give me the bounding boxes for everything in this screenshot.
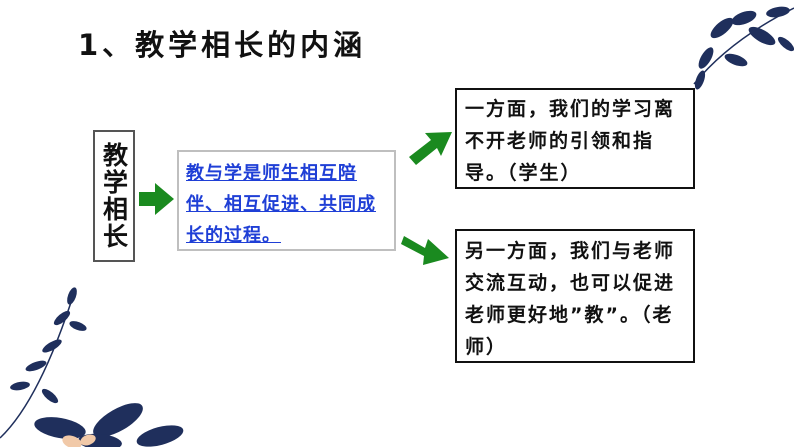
arrow-center-to-top-right (409, 132, 452, 165)
foliage-bottom-big-leaves (34, 403, 184, 447)
arrow-center-to-bottom-right (401, 236, 449, 265)
student-aspect-text: 一方面，我们的学习离不开老师的引领和指导。（学生） (465, 98, 676, 184)
student-aspect-box: 一方面，我们的学习离不开老师的引领和指导。（学生） (455, 88, 695, 189)
concept-label: 教学相长 (99, 142, 129, 250)
teacher-aspect-text: 另一方面，我们与老师交流互动，也可以促进老师更好地”教”。（老师） (465, 240, 676, 358)
definition-link-text[interactable]: 教与学是师生相互陪伴、相互促进、共同成长的过程。 (186, 163, 376, 246)
page-title: 1、教学相长的内涵 (78, 28, 367, 62)
foliage-top-right (693, 6, 794, 90)
concept-box-jiaoxuexiangzhang: 教学相长 (93, 130, 135, 262)
petals (62, 434, 96, 447)
teacher-aspect-box: 另一方面，我们与老师交流互动，也可以促进老师更好地”教”。（老师） (455, 229, 695, 363)
definition-box: 教与学是师生相互陪伴、相互促进、共同成长的过程。 (177, 150, 396, 251)
arrow-left-to-center (139, 183, 174, 215)
foliage-bottom-left (0, 287, 87, 439)
